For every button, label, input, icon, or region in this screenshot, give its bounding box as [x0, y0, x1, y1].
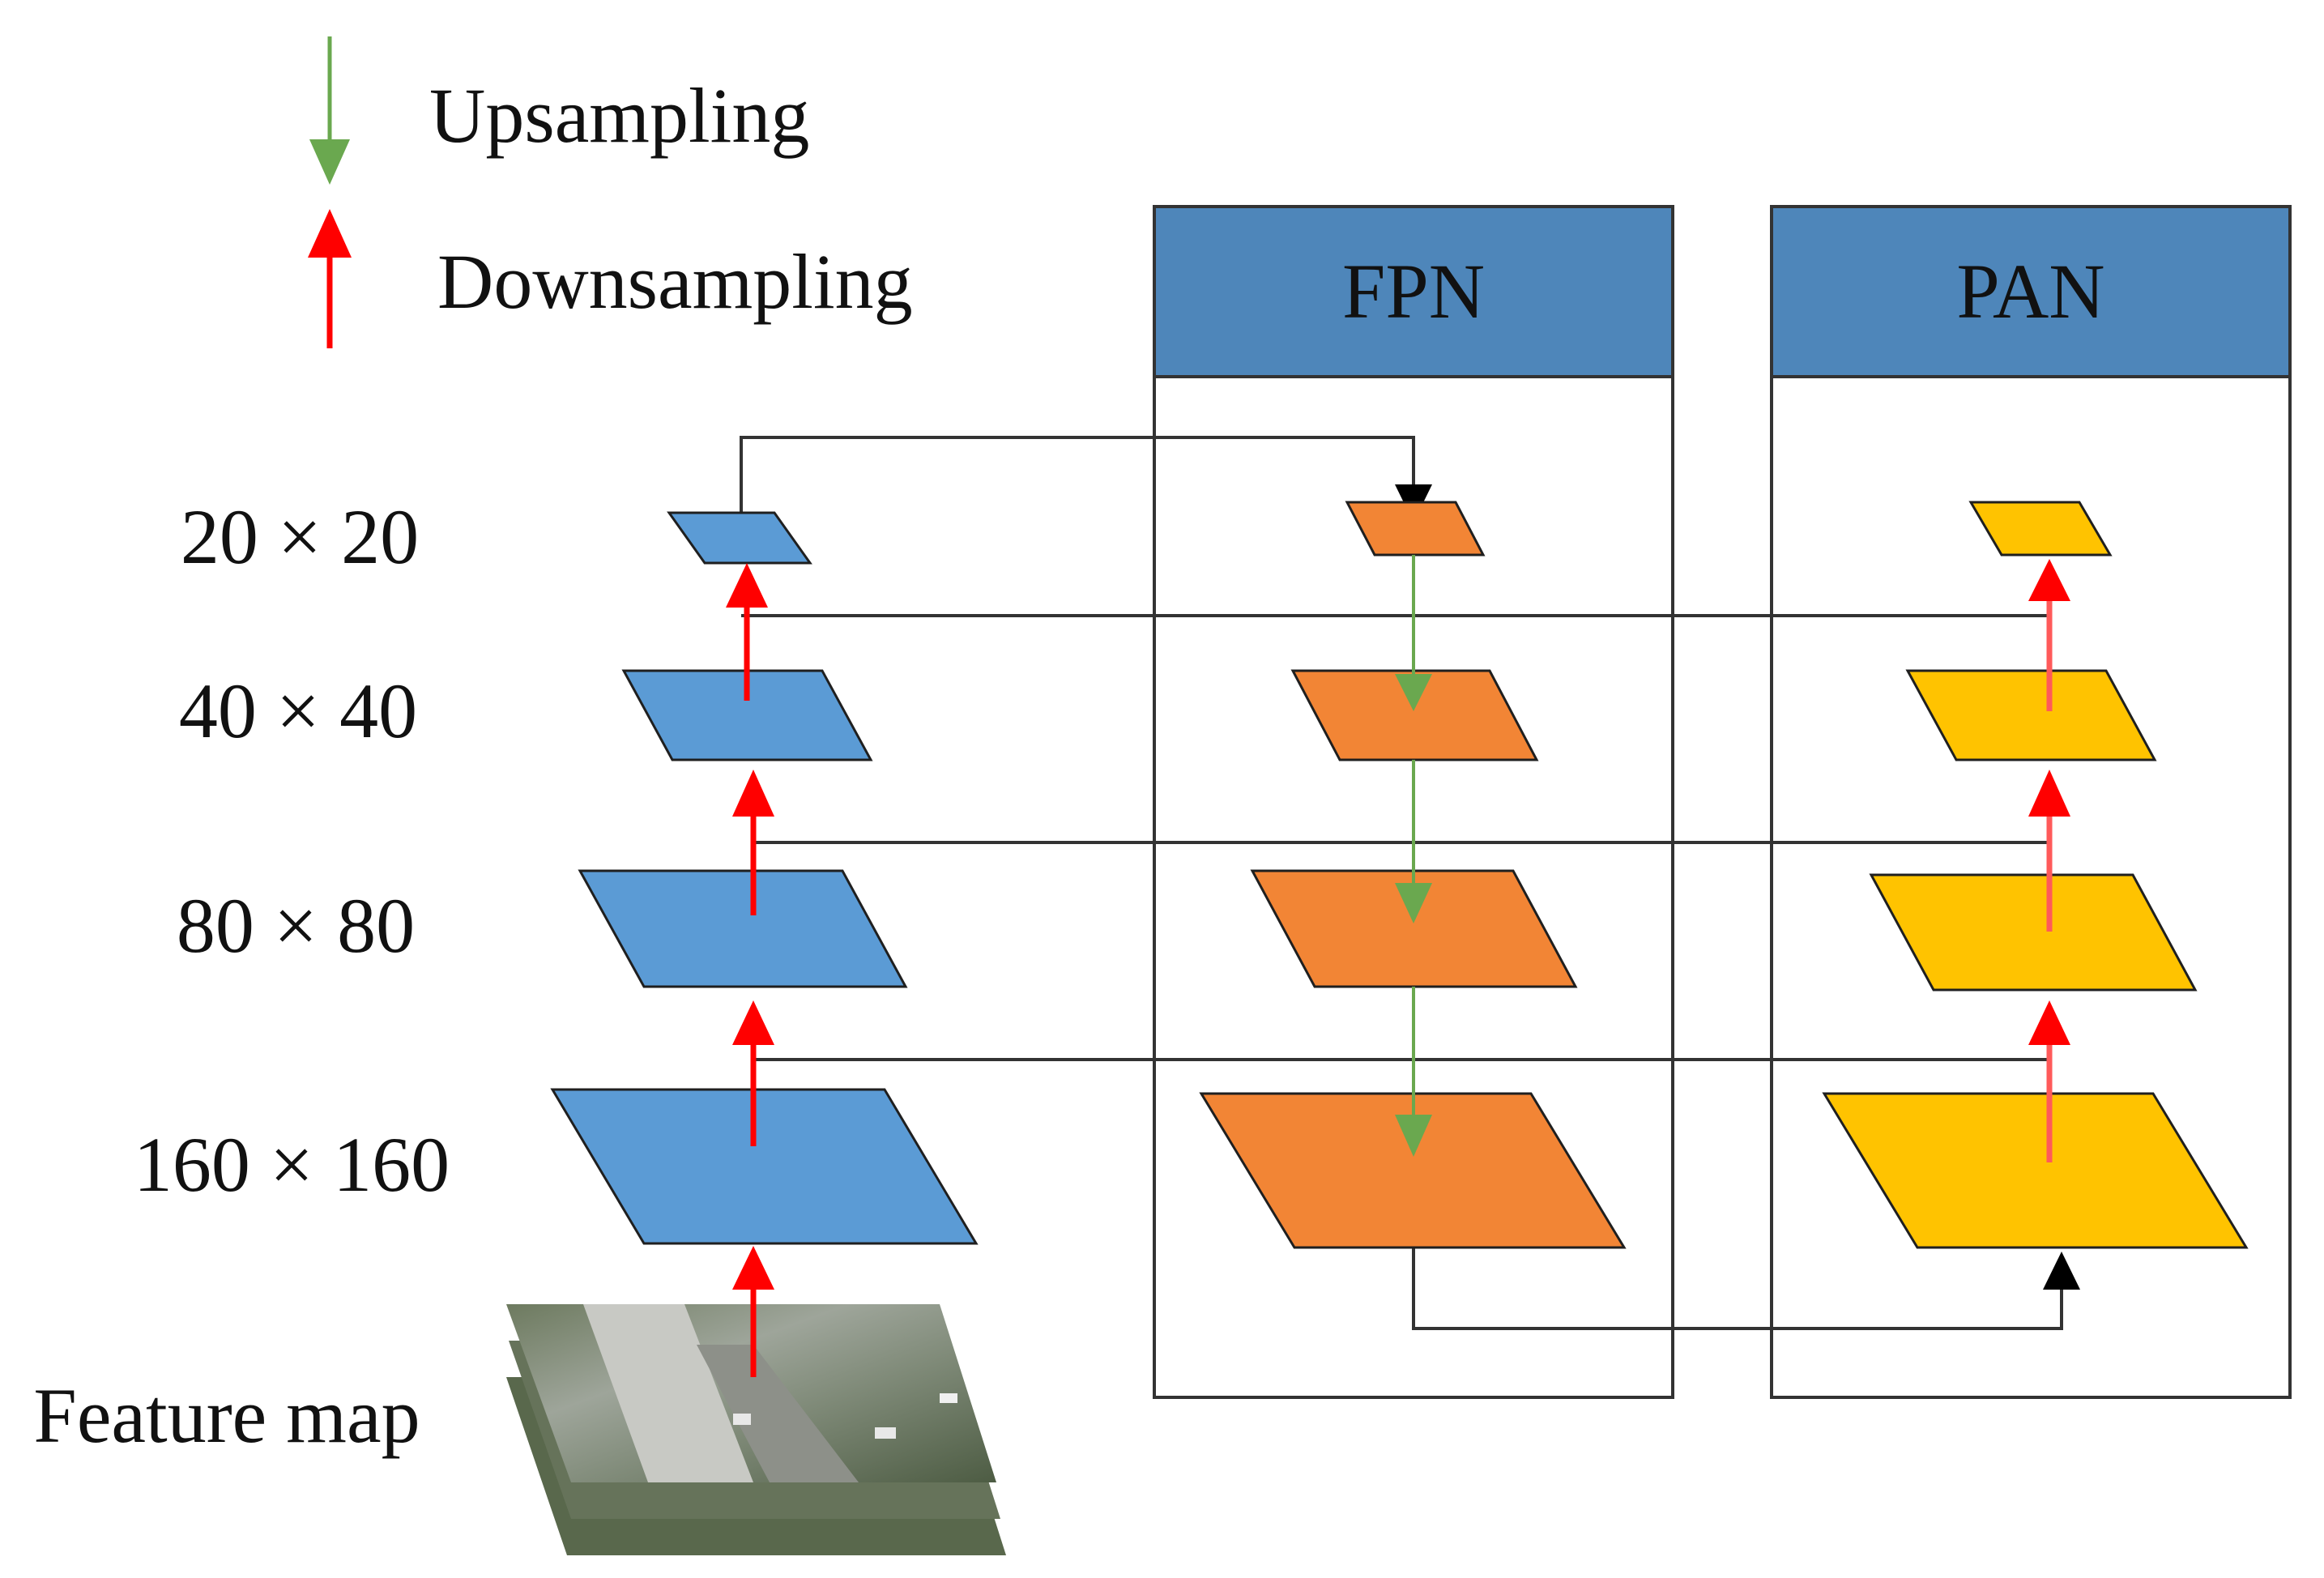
upsample-arrow-icon: [1395, 883, 1432, 923]
downsample-arrow-icon: [726, 563, 768, 608]
fpn-column: [1199, 501, 1627, 1249]
scale-label-20: 20 × 20: [181, 493, 419, 580]
legend: Upsampling Downsampling: [308, 36, 913, 348]
pan-bottom-input-arrow-icon: [2043, 1252, 2080, 1290]
fpn-map-80: [1250, 869, 1578, 988]
pan-map-80: [1869, 873, 2198, 992]
scale-label-80: 80 × 80: [177, 882, 415, 969]
downsampling-arrow-icon: [308, 209, 352, 348]
upsampling-arrow-icon: [309, 36, 350, 185]
backbone-column: [550, 511, 979, 1245]
downsample-arrow-icon: [2028, 770, 2070, 817]
downsample-arrow-icon: [2028, 1000, 2070, 1045]
fpn-title: FPN: [1342, 248, 1485, 335]
fpn-header: [1153, 205, 1674, 378]
pan-title: PAN: [1956, 248, 2104, 335]
pan-map-20: [1968, 501, 2113, 557]
downsample-arrow-icon: [732, 1000, 774, 1045]
pan-map-40: [1905, 669, 2157, 761]
downsample-arrow-icon: [732, 770, 774, 817]
upsample-arrow-icon: [1395, 1115, 1432, 1157]
backbone-downsampling-arrows: [726, 563, 774, 1377]
scale-label-160: 160 × 160: [134, 1121, 450, 1208]
fpn-map-20: [1345, 501, 1486, 557]
input-image-stack: [506, 1304, 1006, 1555]
pan-downsampling-arrows: [2028, 559, 2070, 1162]
backbone-map-40: [621, 669, 873, 761]
backbone-map-160: [550, 1088, 979, 1245]
pan-header: [1770, 205, 2292, 378]
upsample-arrow-icon: [1395, 674, 1432, 711]
backbone-map-80: [578, 869, 908, 988]
fpn-map-40: [1290, 669, 1539, 761]
scale-label-40: 40 × 40: [179, 667, 417, 754]
pan-map-160: [1822, 1092, 2249, 1249]
fpn-map-160: [1199, 1092, 1627, 1249]
downsample-arrow-icon: [732, 1246, 774, 1290]
downsample-arrow-icon: [2028, 559, 2070, 601]
lateral-connectors: [740, 436, 2063, 1330]
legend-upsampling-label: Upsampling: [429, 72, 809, 159]
feature-map-label: Feature map: [33, 1372, 420, 1459]
road-scene-image: [506, 1304, 996, 1482]
legend-downsampling-label: Downsampling: [437, 238, 913, 325]
fpn-upsampling-arrows: [1395, 555, 1432, 1157]
backbone-map-20: [667, 511, 812, 565]
pan-column: [1822, 501, 2249, 1249]
